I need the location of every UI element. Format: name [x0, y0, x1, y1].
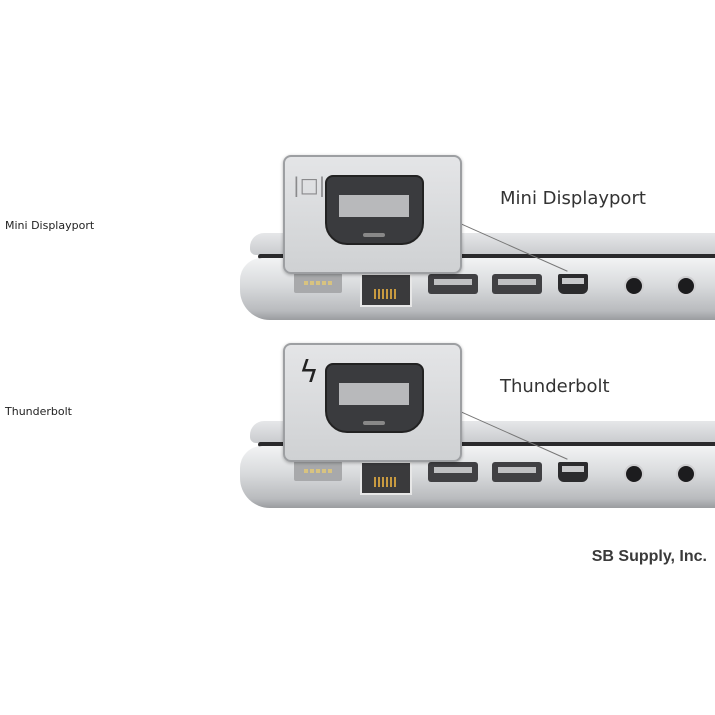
display-icon: |□|	[293, 173, 326, 197]
thunderbolt-port	[558, 462, 588, 482]
lid-gap	[258, 442, 715, 447]
magsafe-port	[294, 461, 342, 481]
audio-in-jack	[624, 464, 644, 484]
usb-port	[428, 274, 478, 294]
callout-title: Mini Displayport	[500, 188, 646, 209]
audio-in-jack	[624, 276, 644, 296]
side-label-thunderbolt: Thunderbolt	[5, 405, 72, 418]
usb-port	[492, 462, 542, 482]
lid-gap	[258, 254, 715, 259]
port-closeup	[325, 175, 424, 245]
usb-port	[492, 274, 542, 294]
callout-title: Thunderbolt	[500, 376, 610, 397]
laptop-ports-thunderbolt: ϟ Thunderbolt	[0, 338, 715, 528]
ethernet-port	[360, 273, 412, 307]
callout-box: ϟ	[283, 343, 462, 462]
lightning-icon: ϟ	[299, 355, 319, 390]
usb-port	[428, 462, 478, 482]
side-label-mini-displayport: Mini Displayport	[5, 219, 95, 232]
headphone-jack	[676, 276, 696, 296]
magsafe-port	[294, 273, 342, 293]
mini-displayport-port	[558, 274, 588, 294]
callout-box: |□|	[283, 155, 462, 274]
port-closeup	[325, 363, 424, 433]
headphone-jack	[676, 464, 696, 484]
brand-watermark: SB Supply, Inc.	[591, 548, 707, 565]
laptop-ports-mini-displayport: |□| Mini Displayport	[0, 150, 715, 340]
ethernet-port	[360, 461, 412, 495]
